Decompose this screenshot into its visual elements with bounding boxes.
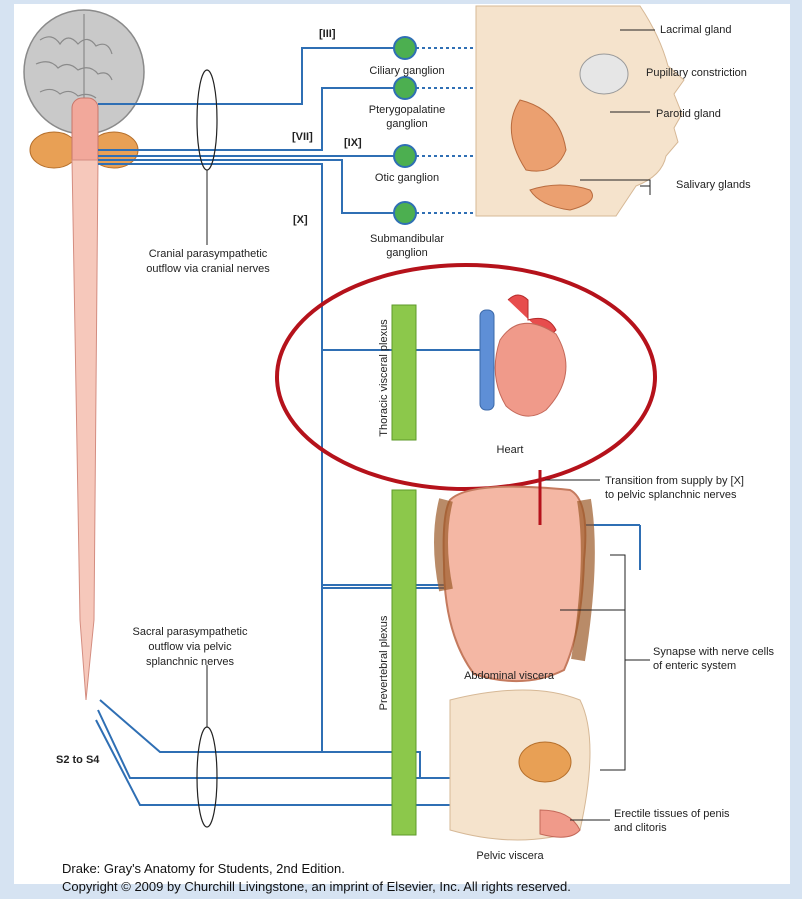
label-cranial-outflow-2: outflow via cranial nerves — [128, 262, 288, 276]
label-s2-s4: S2 to S4 — [56, 753, 99, 767]
label-erectile-1: Erectile tissues of penis — [614, 807, 730, 821]
label-parotid-gland: Parotid gland — [656, 107, 721, 121]
abdominal-illustration — [441, 470, 588, 681]
label-submandibular-2: ganglion — [352, 246, 462, 260]
label-salivary-glands: Salivary glands — [676, 178, 751, 192]
thoracic-plexus-bar — [392, 305, 416, 440]
label-sacral-outflow-3: splanchnic nerves — [110, 655, 270, 669]
brain-illustration — [24, 10, 144, 170]
prevertebral-plexus-bar — [392, 490, 416, 835]
caption-source: Drake: Gray's Anatomy for Students, 2nd … — [62, 861, 345, 876]
label-thoracic-plexus: Thoracic visceral plexus — [378, 308, 390, 448]
label-cn-vii: [VII] — [292, 130, 313, 144]
label-pelvic-viscera: Pelvic viscera — [450, 849, 570, 863]
label-cn-x: [X] — [293, 213, 308, 227]
label-heart: Heart — [480, 443, 540, 457]
label-synapse-1: Synapse with nerve cells — [653, 645, 774, 659]
label-abdominal-viscera: Abdominal viscera — [444, 669, 574, 683]
label-pupillary-constriction: Pupillary constriction — [646, 66, 747, 80]
label-cn-iii: [III] — [319, 27, 336, 41]
label-lacrimal-gland: Lacrimal gland — [660, 23, 732, 37]
label-pterygopalatine-2: ganglion — [352, 117, 462, 131]
label-transition-1: Transition from supply by [X] — [605, 474, 744, 488]
label-sacral-outflow-2: outflow via pelvic — [110, 640, 270, 654]
label-transition-2: to pelvic splanchnic nerves — [605, 488, 736, 502]
label-ciliary-ganglion: Ciliary ganglion — [352, 64, 462, 78]
label-erectile-2: and clitoris — [614, 821, 667, 835]
label-submandibular-1: Submandibular — [352, 232, 462, 246]
caption-copyright: Copyright © 2009 by Churchill Livingston… — [62, 879, 571, 899]
label-cn-ix: [IX] — [344, 136, 362, 150]
label-cranial-outflow-1: Cranial parasympathetic — [128, 247, 288, 261]
label-pterygopalatine-1: Pterygopalatine — [352, 103, 462, 117]
pelvic-illustration — [450, 690, 590, 840]
label-sacral-outflow-1: Sacral parasympathetic — [110, 625, 270, 639]
label-otic-ganglion: Otic ganglion — [352, 171, 462, 185]
label-prevertebral-plexus: Prevertebral plexus — [378, 603, 390, 723]
label-synapse-2: of enteric system — [653, 659, 736, 673]
